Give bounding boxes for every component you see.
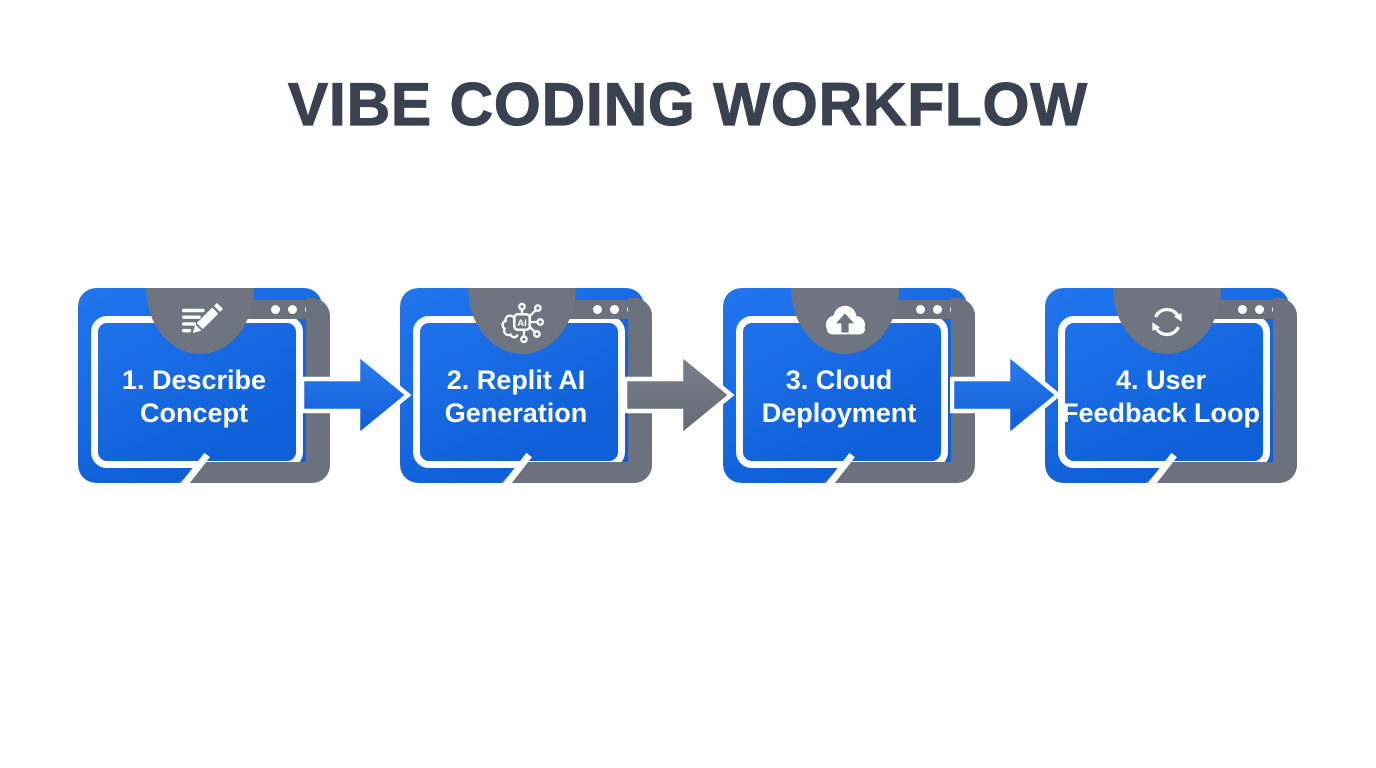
window-edge xyxy=(500,462,652,483)
step-label-line1: 1. Describe xyxy=(121,365,267,396)
step-card-user-feedback-loop: 4. User Feedback Loop xyxy=(1045,288,1297,483)
pencil-edit-icon xyxy=(181,303,223,333)
step-label: 4. User Feedback Loop xyxy=(1061,326,1261,467)
window-edge xyxy=(823,462,975,483)
step-label: 2. Replit AI Generation xyxy=(416,326,616,467)
step-card-cloud-deployment: 3. Cloud Deployment xyxy=(723,288,975,483)
window-dot xyxy=(610,305,619,314)
window-edge xyxy=(178,462,330,483)
arrow-right-connector-2 xyxy=(623,349,735,441)
step-label-line2: Deployment xyxy=(761,397,917,428)
step-card-replit-ai-generation: AI 2. Replit AI Generation xyxy=(400,288,652,483)
refresh-loop-icon xyxy=(1152,307,1182,337)
step-label-line1: 4. User xyxy=(1115,365,1207,396)
window-dot xyxy=(1255,305,1264,314)
arrow-right-connector-3 xyxy=(950,349,1062,441)
step-label-line2: Feedback Loop xyxy=(1061,397,1261,428)
page-title: VIBE CODING WORKFLOW xyxy=(287,70,1088,138)
step-label-line1: 2. Replit AI xyxy=(446,365,586,396)
window-dot xyxy=(1238,305,1247,314)
window-dot xyxy=(916,305,925,314)
window-dot xyxy=(933,305,942,314)
step-label-line1: 3. Cloud xyxy=(785,365,893,396)
window-dot xyxy=(271,305,280,314)
svg-text:AI: AI xyxy=(517,318,527,329)
step-label-line2: Generation xyxy=(444,397,588,428)
cloud-upload-icon xyxy=(825,305,866,335)
arrow-right-connector-1 xyxy=(300,349,412,441)
window-dot xyxy=(593,305,602,314)
step-card-describe-concept: 1. Describe Concept xyxy=(78,288,330,483)
window-dot xyxy=(288,305,297,314)
step-label: 3. Cloud Deployment xyxy=(739,326,939,467)
step-label: 1. Describe Concept xyxy=(94,326,294,467)
window-edge xyxy=(1273,298,1297,483)
ai-chip-icon: AI xyxy=(501,302,545,344)
step-label-line2: Concept xyxy=(140,397,248,428)
window-edge xyxy=(1145,462,1297,483)
